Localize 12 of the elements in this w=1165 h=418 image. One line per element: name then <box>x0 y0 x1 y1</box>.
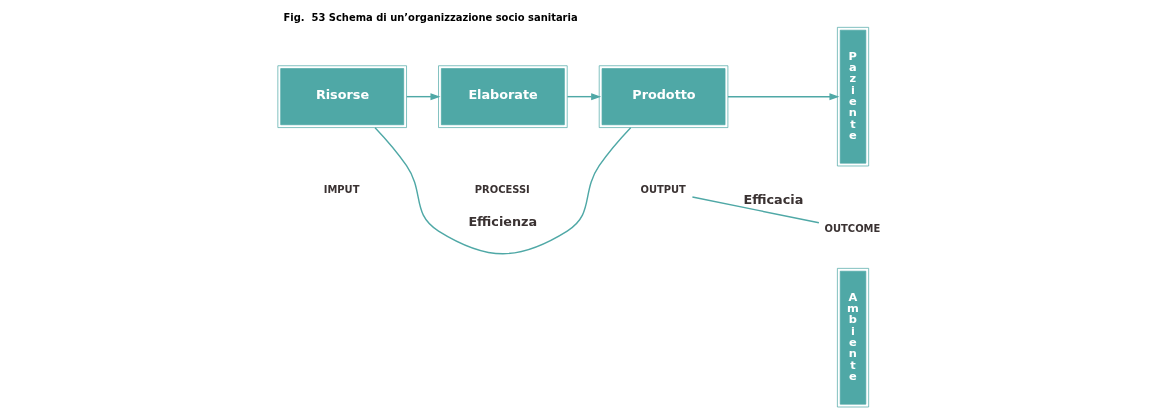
node-text: PROCESSI <box>474 184 530 196</box>
node-text: IMPUT <box>323 184 360 196</box>
arrow <box>566 93 602 101</box>
arrow <box>406 93 441 101</box>
node-text: OUTPUT <box>640 184 686 196</box>
arrow <box>727 93 840 101</box>
edge-label: Efficienza <box>468 214 538 230</box>
connector <box>374 126 632 255</box>
node-text: OUTCOME <box>824 222 881 234</box>
diagram-title: Fig. 53 Schema di un’organizzazione socio sanitaria <box>283 12 578 24</box>
edge-label: Efficacia <box>743 191 804 207</box>
connector <box>691 196 820 224</box>
